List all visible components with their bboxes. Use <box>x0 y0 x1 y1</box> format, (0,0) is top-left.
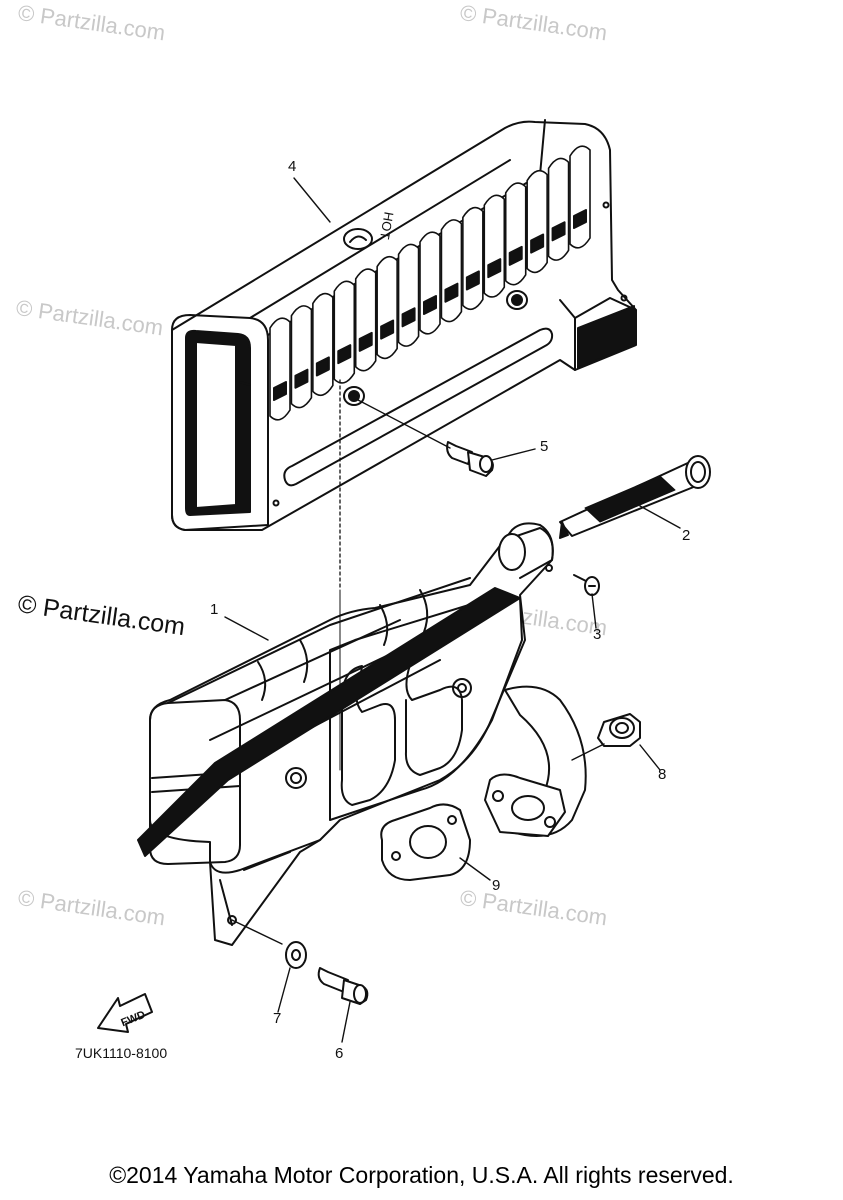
callout-8: 8 <box>658 766 667 783</box>
rib <box>333 280 356 384</box>
washer-part-7 <box>285 941 307 969</box>
rib-slot <box>508 245 523 266</box>
rib-slot <box>465 270 480 291</box>
rib <box>569 145 591 249</box>
callout-1: 1 <box>210 601 219 618</box>
rib-slot <box>573 209 587 229</box>
heat-shield-ribs <box>269 145 591 421</box>
fwd-arrow-icon <box>97 993 153 1033</box>
callout-6: 6 <box>335 1045 344 1062</box>
rib <box>354 268 377 372</box>
rib <box>440 219 463 323</box>
spark-arrestor-part-2 <box>559 455 711 539</box>
rib <box>397 243 420 347</box>
rib <box>376 255 398 360</box>
rib <box>419 231 441 335</box>
leader-lines <box>224 177 681 1043</box>
muffler-part-1 <box>137 522 587 946</box>
callout-4: 4 <box>288 158 297 175</box>
callout-3: 3 <box>593 626 602 643</box>
callout-5: 5 <box>540 438 549 455</box>
part-code: 7UK1110-8100 <box>75 1045 168 1061</box>
rib-slot <box>358 331 373 352</box>
rib <box>547 157 570 261</box>
callout-2: 2 <box>682 527 691 544</box>
rib <box>504 182 527 286</box>
rib <box>526 169 548 274</box>
rib <box>483 194 506 298</box>
callout-7: 7 <box>273 1010 282 1027</box>
copyright-footer: ©2014 Yamaha Motor Corporation, U.S.A. A… <box>109 1162 734 1188</box>
rib-slot <box>551 221 566 242</box>
rib <box>312 292 334 397</box>
rib-slot <box>294 368 309 389</box>
callout-9: 9 <box>492 877 501 894</box>
bolt-part-6 <box>317 967 369 1005</box>
cover-hot-text: HOT <box>377 211 397 241</box>
rib <box>290 305 313 409</box>
rib <box>462 206 484 311</box>
rib-slot <box>401 307 416 328</box>
rib-slot <box>380 319 395 340</box>
rib <box>269 317 291 421</box>
rib-slot <box>337 344 352 365</box>
gasket-part-9 <box>380 803 471 881</box>
nut-part-8 <box>597 713 641 747</box>
rib-slot <box>487 258 502 279</box>
screw-part-3 <box>573 574 600 596</box>
rib-slot <box>444 282 459 303</box>
rib-slot <box>423 295 437 315</box>
rib-slot <box>273 381 287 401</box>
bolt-part-5 <box>446 441 494 477</box>
rib-slot <box>315 356 330 377</box>
rib-slot <box>530 233 545 254</box>
